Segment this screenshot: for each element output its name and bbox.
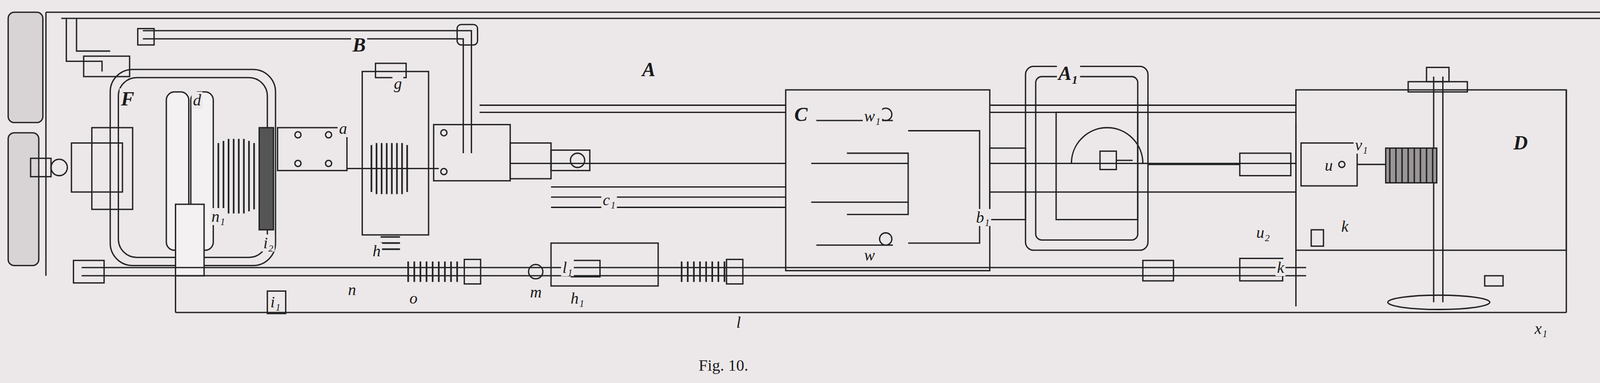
- figure-caption: Fig. 10.: [696, 356, 752, 375]
- part-letter: C: [792, 103, 809, 125]
- part-letter: d: [191, 91, 203, 109]
- part-letter: A: [640, 59, 657, 80]
- part-letter: k: [1339, 217, 1350, 235]
- part-letter: b₁: [974, 208, 992, 226]
- part-letter: l: [734, 313, 742, 331]
- part-letter: F: [119, 88, 136, 110]
- part-letter: k: [1275, 258, 1286, 276]
- part-letter: u₂: [1255, 223, 1272, 241]
- part-letter: g: [392, 75, 404, 93]
- part-letter: l₁: [560, 258, 574, 276]
- part-letter: n: [346, 281, 358, 299]
- part-letter: n₁: [210, 207, 227, 225]
- part-letter: h₁: [569, 289, 586, 307]
- part-letter: a: [337, 120, 349, 138]
- part-letter: c₁: [601, 191, 618, 209]
- part-letter: w₁: [862, 107, 883, 125]
- part-letter: A₁: [1057, 62, 1081, 84]
- part-letter: i₂: [261, 234, 275, 252]
- part-letter: D: [1512, 132, 1530, 154]
- part-letter: w: [862, 246, 877, 264]
- part-letter: m: [528, 283, 544, 301]
- part-letter: h: [371, 242, 383, 260]
- part-letter: B: [351, 34, 368, 56]
- part-letter: o: [408, 289, 420, 307]
- part-letter: v₁: [1353, 136, 1370, 154]
- part-letter: u: [1323, 156, 1335, 174]
- part-letter: i₁: [268, 293, 282, 311]
- part-letter: x₁: [1533, 319, 1549, 337]
